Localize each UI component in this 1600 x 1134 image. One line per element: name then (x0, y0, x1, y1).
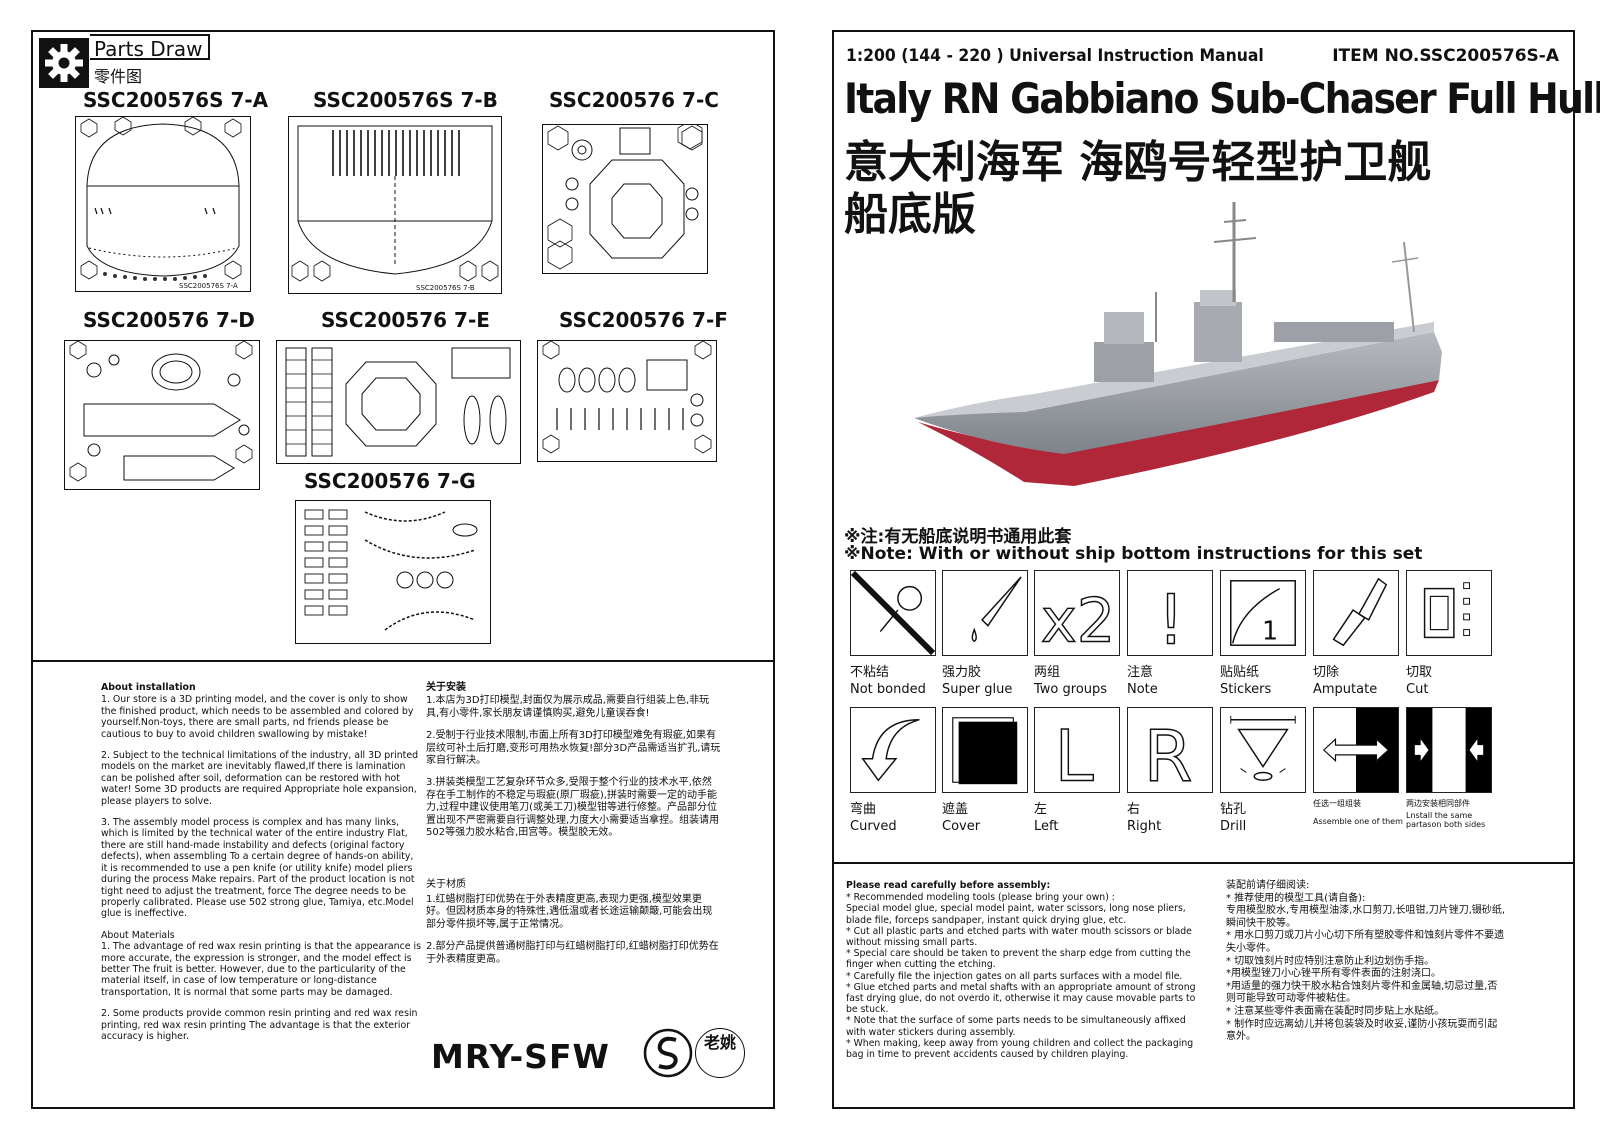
sheet-stamp-7b: SSC200576S 7-B (416, 284, 475, 292)
svg-text:L: L (1055, 715, 1094, 792)
ship-title-en: Italy RN Gabbiano Sub-Chaser Full Hull (844, 74, 1600, 123)
symbol-stickers: 1 贴贴纸 Stickers (1220, 570, 1306, 697)
symbol-not-bonded: 不粘结 Not bonded (850, 570, 936, 697)
symbol-assemble-one: 任选一组组装 Assemble one of them (1313, 707, 1403, 826)
materials-item-2-cn: 2.部分产品提供普通树脂打印与红蜡树脂打印,红蜡树脂打印优势在于外表精度更高。 (426, 941, 719, 965)
brand-name: MRY-SFW (431, 1037, 610, 1076)
parts-draw-title-cn: 零件图 (94, 67, 143, 86)
svg-text:1: 1 (1262, 615, 1278, 645)
symbol-both-sides: 两边安装相同部件 Lnstall the same partason both … (1406, 707, 1492, 829)
left-icon: L (1054, 715, 1095, 792)
both-sides-icon (1407, 708, 1491, 792)
symbol-amputate: 切除 Amputate (1313, 570, 1399, 697)
ship-title-cn-edition: 船底版 (844, 189, 976, 240)
parts-sheet-7d (64, 340, 260, 490)
right-page: 1:200 (144 - 220 ) Universal Instruction… (832, 30, 1600, 1109)
symbol-two-groups: x2 两组 Two groups (1034, 570, 1120, 697)
materials-item-1-cn: 1.红蜡树脂打印优势在于外表精度更高,表现力更强,模型效果更好。但因材质本身的特… (426, 893, 713, 930)
installation-cn-block: 关于安装 1.本店为3D打印模型,封面仅为展示成品,需要自行组装上色,非玩具,有… (426, 682, 721, 976)
note-cn: ※注:有无船底说明书通用此套 (844, 527, 1072, 547)
sheet-label-7g: SSC200576 7-G (304, 469, 476, 493)
sheet-label-7c: SSC200576 7-C (549, 88, 719, 112)
curved-arrow-icon (861, 718, 920, 782)
exclamation-icon: ! (1157, 581, 1186, 655)
left-page: Parts Draw 零件图 SSC200576S 7-A SSC200576S… (31, 30, 775, 1109)
installation-heading-cn: 关于安装 (426, 682, 466, 693)
sheet-label-7e: SSC200576 7-E (321, 308, 490, 332)
materials-item-2-en: 2. Some products provide common resin pr… (101, 1008, 418, 1042)
svg-text:x2: x2 (1041, 586, 1115, 655)
installation-item-2-en: 2. Subject to the technical limitations … (101, 750, 419, 807)
sheet-label-7b: SSC200576S 7-B (313, 88, 498, 112)
s-swirl-logo (643, 1028, 693, 1078)
item-number: ITEM NO.SSC200576S-A (1332, 46, 1559, 66)
x2-icon: x2 (1040, 586, 1116, 655)
installation-item-1-en: 1. Our store is a 3D printing model, and… (101, 694, 414, 740)
symbol-cut: 切取 Cut (1406, 570, 1492, 697)
symbol-drill: 钻孔 Drill (1220, 707, 1306, 834)
parts-sheet-7e (276, 340, 521, 464)
cover-icon (952, 717, 1018, 785)
sheet-label-7d: SSC200576 7-D (83, 308, 255, 332)
seal-stamp: 老姚 (695, 1028, 745, 1078)
ship-render-image (914, 202, 1442, 486)
symbol-right: R 右 Right (1127, 707, 1213, 834)
svg-text:R: R (1144, 715, 1193, 792)
right-icon: R (1143, 715, 1193, 792)
symbol-cover: 遮盖 Cover (942, 707, 1028, 834)
sheet-stamp-7a: SSC200576S 7-A (179, 282, 238, 290)
parts-draw-title: Parts Draw (90, 34, 210, 61)
manual-title: 1:200 (144 - 220 ) Universal Instruction… (846, 46, 1264, 66)
parts-sheet-7b: SSC200576S 7-B (288, 116, 502, 294)
parts-sheet-7g (295, 500, 491, 644)
assemble-one-icon (1322, 708, 1398, 792)
symbol-note: ! 注意 Note (1127, 570, 1213, 697)
materials-heading-en: About Materials (101, 929, 175, 941)
svg-text:!: ! (1157, 581, 1184, 655)
knife-icon (1332, 577, 1388, 647)
cut-part-icon (1423, 582, 1470, 639)
drill-icon (1230, 715, 1296, 782)
installation-heading-en: About installation (101, 682, 196, 693)
symbol-left: L 左 Left (1034, 707, 1120, 834)
sheet-label-7a: SSC200576S 7-A (83, 88, 269, 112)
symbol-super-glue: 强力胶 Super glue (942, 570, 1028, 697)
sticker-icon: 1 (1230, 580, 1296, 646)
installation-en-block: About installation 1. Our store is a 3D … (101, 682, 421, 1052)
ship-title-cn: 意大利海军 海鸥号轻型护卫舰 (844, 137, 1432, 188)
installation-item-3-cn: 3.拼装类模型工艺复杂环节众多,受限于整个行业的技术水平,依然存在手工制作的不稳… (426, 777, 720, 839)
installation-item-1-cn: 1.本店为3D打印模型,封面仅为展示成品,需要自行组装上色,非玩具,有小零件,家… (426, 695, 710, 719)
assembly-notes-en: Please read carefully before assembly: *… (846, 880, 1196, 1061)
installation-item-3-en: 3. The assembly model process is complex… (101, 817, 415, 920)
installation-item-2-cn: 2.受制于行业技术限制,市面上所有3D打印模型难免有瑕疵,如果有层纹可补土后打磨… (426, 730, 721, 767)
parts-sheet-7f (537, 340, 717, 462)
materials-item-1-en: 1. The advantage of red wax resin printi… (101, 941, 421, 998)
symbol-curved: 弯曲 Curved (850, 707, 936, 834)
glue-drop-icon (971, 576, 1022, 643)
gear-icon (39, 38, 89, 88)
assembly-notes-cn: 装配前请仔细阅读: * 推荐使用的模型工具(请自备): 专用模型胶水,专用模型油… (1226, 880, 1506, 1043)
not-bonded-icon (851, 571, 935, 655)
parts-sheet-7c (542, 124, 708, 274)
materials-heading-cn: 关于材质 (426, 879, 466, 891)
note-en: ※Note: With or without ship bottom instr… (844, 544, 1423, 564)
parts-sheet-7a: SSC200576S 7-A (75, 116, 251, 292)
sheet-label-7f: SSC200576 7-F (559, 308, 728, 332)
